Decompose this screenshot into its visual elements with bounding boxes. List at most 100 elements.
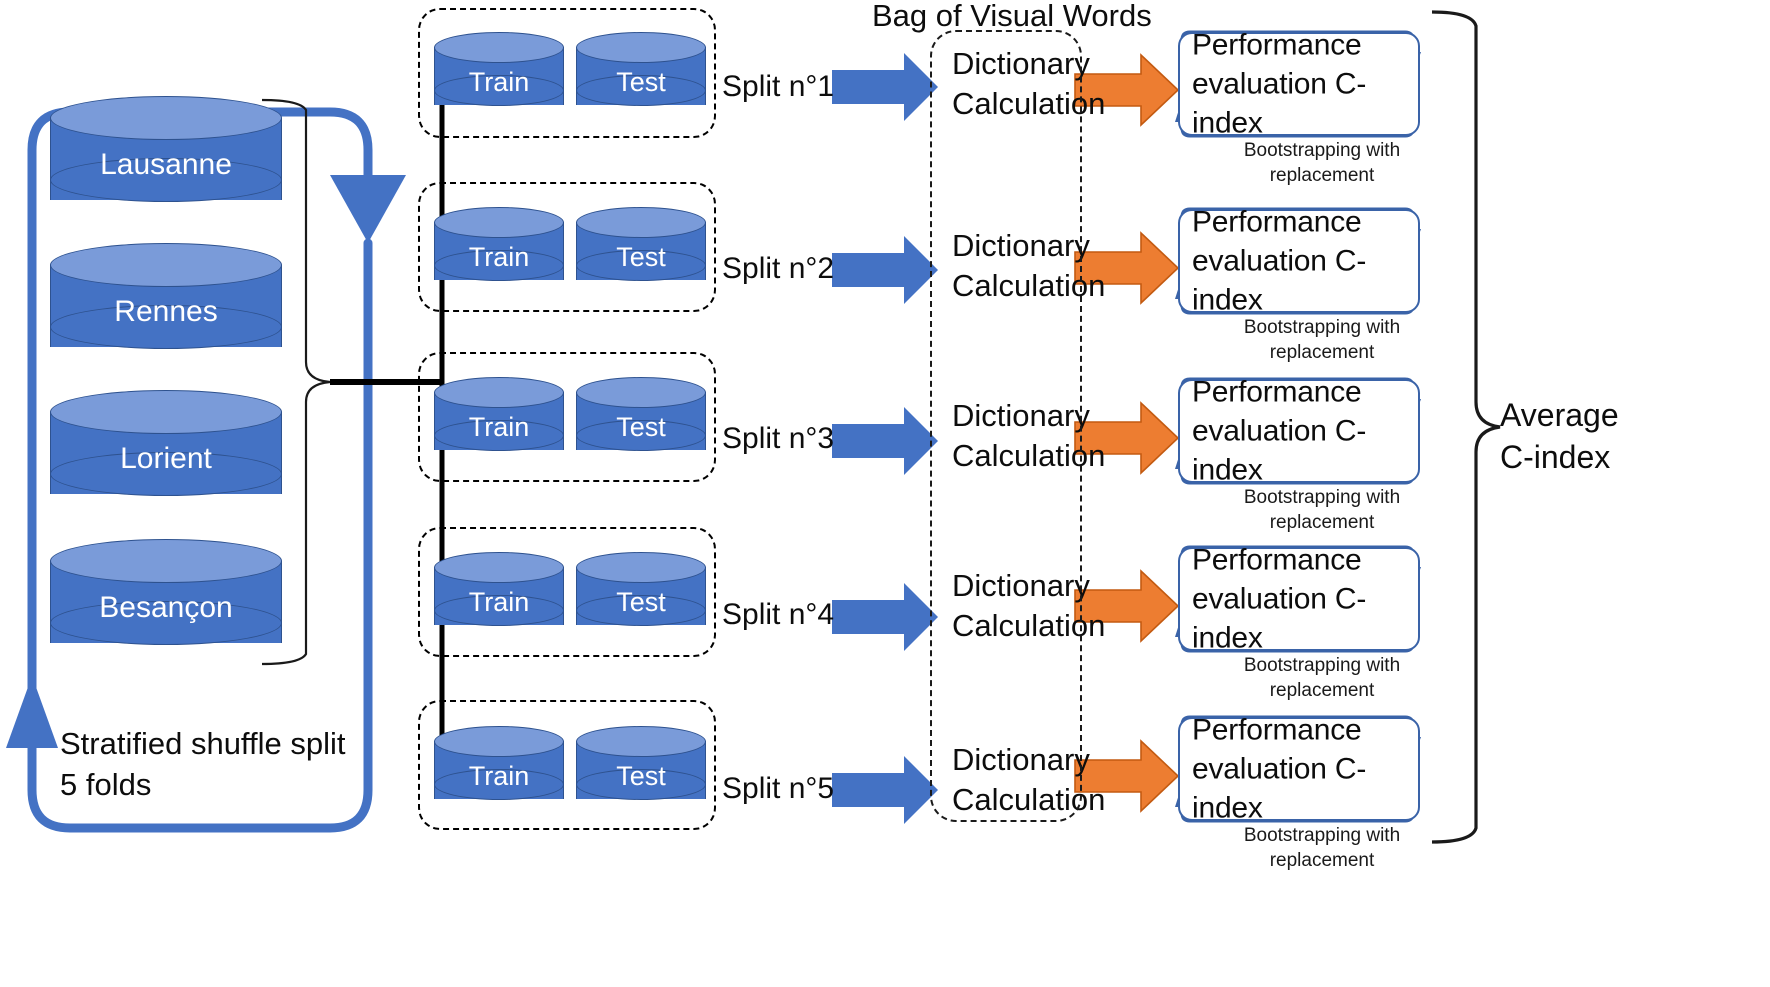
split-label-5: Split n°5 <box>722 772 835 805</box>
cylinder-bottom-ellipse <box>50 601 282 645</box>
blue-arrow-1 <box>832 53 938 121</box>
database-label: Rennes <box>114 295 218 328</box>
cylinder-top-ellipse <box>576 552 706 583</box>
performance-text-4: Performance evaluation C-index <box>1192 541 1410 658</box>
train-label: Train <box>468 412 530 442</box>
test-label: Test <box>616 67 666 97</box>
split-container-3 <box>418 352 716 482</box>
performance-line1: Performance <box>1192 713 1362 747</box>
test-cylinder-2: Test <box>576 207 706 295</box>
bootstrap-line1: Bootstrapping with <box>1243 825 1401 846</box>
loop-down-arrowhead <box>330 175 406 243</box>
cylinder-bottom-ellipse <box>576 595 706 626</box>
dictionary-label-4: Dictionary Calculation <box>952 566 1105 647</box>
database-label: Besançon <box>99 591 233 624</box>
train-cylinder-4: Train <box>434 552 564 640</box>
performance-line2: evaluation C-index <box>1192 244 1367 317</box>
performance-line2: evaluation C-index <box>1192 582 1367 655</box>
cylinder-top-ellipse <box>434 726 564 757</box>
dictionary-line2: Calculation <box>952 268 1106 304</box>
test-cylinder-1: Test <box>576 32 706 120</box>
bootstrap-caption-3: Bootstrapping with replacement <box>1222 485 1422 535</box>
bootstrap-caption-4: Bootstrapping with replacement <box>1222 653 1422 703</box>
performance-box-2: Performance evaluation C-index <box>1178 206 1420 317</box>
cylinder-bottom-ellipse <box>434 420 564 451</box>
split-label-2: Split n°2 <box>722 252 835 285</box>
blue-arrow-2 <box>832 236 938 304</box>
performance-line1: Performance <box>1192 28 1362 62</box>
cylinder-top-ellipse <box>434 32 564 63</box>
stratified-shuffle-split-line2: 5 folds <box>60 766 152 802</box>
train-label: Train <box>468 587 530 617</box>
performance-box-1: Performance evaluation C-index <box>1178 29 1420 140</box>
cylinder-bottom-ellipse <box>576 420 706 451</box>
train-cylinder-5: Train <box>434 726 564 814</box>
train-label: Train <box>468 761 530 791</box>
cylinder-bottom-ellipse <box>434 75 564 106</box>
blue-block-arrows <box>832 53 938 824</box>
cylinder-bottom-ellipse <box>434 595 564 626</box>
split-container-2 <box>418 182 716 312</box>
average-line2: C-index <box>1500 438 1611 475</box>
performance-text-1: Performance evaluation C-index <box>1192 26 1410 143</box>
cylinder-bottom-ellipse <box>576 250 706 281</box>
test-cylinder-3: Test <box>576 377 706 465</box>
test-label: Test <box>616 587 666 617</box>
blue-arrow-4 <box>832 583 938 651</box>
stratified-shuffle-split-caption: Stratified shuffle split 5 folds <box>60 724 345 806</box>
bootstrap-line1: Bootstrapping with <box>1243 317 1401 338</box>
test-cylinder-5: Test <box>576 726 706 814</box>
performance-line2: evaluation C-index <box>1192 752 1367 825</box>
bag-of-visual-words-container <box>930 30 1082 822</box>
dictionary-line1: Dictionary <box>952 742 1090 777</box>
database-cylinder-besancon: Besançon <box>50 539 282 665</box>
cylinder-top-ellipse <box>576 726 706 757</box>
cylinder-bottom-ellipse <box>434 769 564 800</box>
cylinder-top-ellipse <box>434 377 564 408</box>
cylinder-top-ellipse <box>434 552 564 583</box>
performance-box-5: Performance evaluation C-index <box>1178 714 1420 825</box>
train-label: Train <box>468 242 530 272</box>
train-cylinder-2: Train <box>434 207 564 295</box>
loop-up-arrowhead <box>6 676 58 748</box>
cylinder-top-ellipse <box>50 243 282 287</box>
performance-text-5: Performance evaluation C-index <box>1192 711 1410 828</box>
dictionary-line2: Calculation <box>952 608 1106 644</box>
database-label: Lausanne <box>100 148 232 181</box>
dictionary-line1: Dictionary <box>952 568 1090 603</box>
database-label: Lorient <box>120 442 212 475</box>
cylinder-top-ellipse <box>576 207 706 238</box>
split-label-1: Split n°1 <box>722 70 835 103</box>
test-cylinder-4: Test <box>576 552 706 640</box>
bootstrap-line2: replacement <box>1269 680 1375 702</box>
performance-line1: Performance <box>1192 375 1362 409</box>
cylinder-top-ellipse <box>50 539 282 583</box>
test-label: Test <box>616 242 666 272</box>
bootstrap-line1: Bootstrapping with <box>1243 487 1401 508</box>
cylinder-top-ellipse <box>434 207 564 238</box>
test-label: Test <box>616 412 666 442</box>
train-cylinder-1: Train <box>434 32 564 120</box>
train-label: Train <box>468 67 530 97</box>
dictionary-line1: Dictionary <box>952 398 1090 433</box>
cylinder-top-ellipse <box>576 377 706 408</box>
split-container-1 <box>418 8 716 138</box>
performance-line2: evaluation C-index <box>1192 67 1367 140</box>
dictionary-line2: Calculation <box>952 438 1106 474</box>
split-container-5 <box>418 700 716 830</box>
average-line1: Average <box>1500 397 1619 433</box>
performance-box-4: Performance evaluation C-index <box>1178 544 1420 655</box>
performance-line1: Performance <box>1192 205 1362 239</box>
dictionary-label-2: Dictionary Calculation <box>952 226 1105 307</box>
database-cylinder-rennes: Rennes <box>50 243 282 369</box>
performance-line2: evaluation C-index <box>1192 414 1367 487</box>
dictionary-line2: Calculation <box>952 86 1106 122</box>
cylinder-bottom-ellipse <box>50 305 282 349</box>
database-cylinder-lausanne: Lausanne <box>50 96 282 222</box>
split-label-3: Split n°3 <box>722 422 835 455</box>
stratified-shuffle-split-line1: Stratified shuffle split <box>60 726 346 761</box>
performance-line1: Performance <box>1192 543 1362 577</box>
average-c-index-label: Average C-index <box>1500 395 1619 478</box>
bootstrap-line2: replacement <box>1269 165 1375 187</box>
